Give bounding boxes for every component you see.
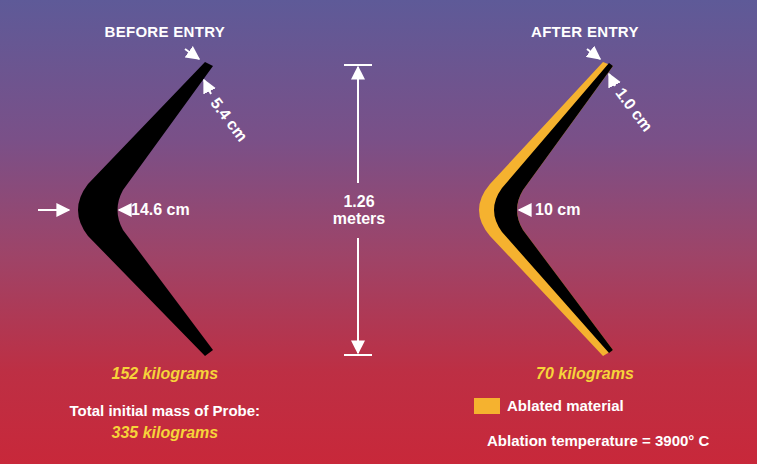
note-text: Total initial mass of Probe: (70, 403, 261, 420)
heat-shield-after (494, 63, 613, 353)
dimension-arrow (587, 49, 600, 59)
dimension-arrow (185, 49, 199, 59)
note-text: Ablation temperature = 3900° C (487, 433, 709, 450)
dimension-arrow (38, 209, 69, 211)
dimension-arrow (519, 209, 531, 211)
dimension-arrow (609, 74, 615, 86)
dimension-arrow (204, 80, 211, 94)
legend-swatch (474, 398, 500, 414)
dimension-label: 1.0 cm (612, 85, 656, 135)
dimension-line (357, 67, 359, 183)
heat-shield-before (78, 62, 213, 356)
dimension-arrow (119, 209, 127, 211)
dimension-line (357, 238, 359, 353)
dimension-label: 14.6 cm (131, 201, 190, 219)
section-heading: BEFORE ENTRY (105, 24, 226, 41)
mass-label: 152 kilograms (112, 365, 219, 383)
dimension-tick (344, 64, 372, 66)
mass-label: 70 kilograms (536, 365, 634, 383)
dimension-tick (344, 354, 372, 356)
legend-text: Ablated material (507, 398, 624, 415)
mass-label: 335 kilograms (112, 424, 219, 442)
ablated-layer (479, 62, 613, 356)
section-heading: AFTER ENTRY (531, 24, 639, 41)
dimension-label: 5.4 cm (207, 95, 251, 145)
dimension-label: 10 cm (535, 201, 580, 219)
dimension-label: 1.26 meters (327, 193, 391, 228)
